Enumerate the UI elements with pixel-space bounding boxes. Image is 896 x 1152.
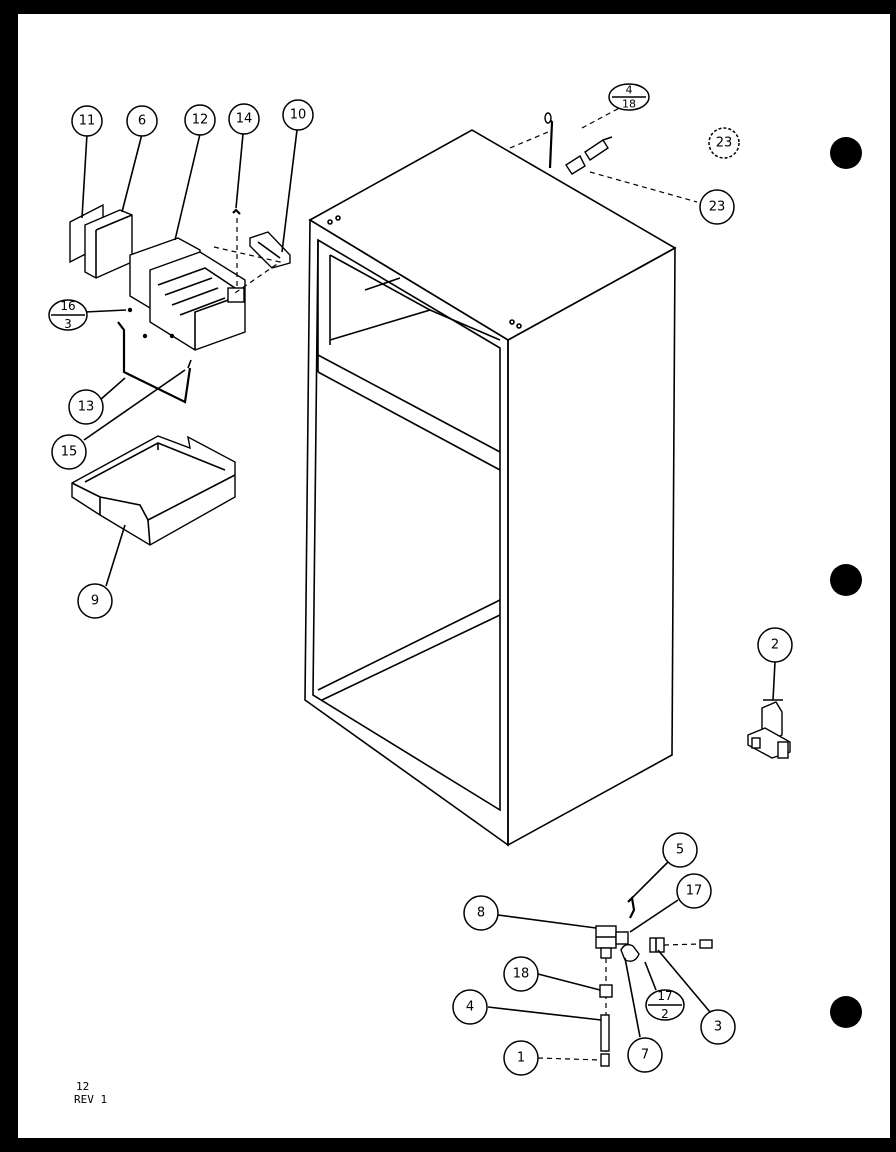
part-sensor-wire [544, 112, 554, 169]
part-5-clip [627, 895, 636, 919]
part-15-tip [187, 359, 192, 369]
screws-16 [127, 307, 175, 339]
part-10-bracket [249, 231, 291, 269]
part-3-fitting [649, 937, 665, 953]
leader-lines [81, 129, 776, 1061]
dash-to-23 [589, 171, 698, 203]
svg-text:11: 11 [79, 114, 96, 129]
part-7-elbow [620, 943, 640, 962]
binder-hole-top [830, 137, 862, 169]
svg-text:15: 15 [61, 445, 78, 460]
callout-1: 1 [503, 1040, 539, 1076]
binder-hole-bottom [830, 996, 862, 1028]
svg-text:16: 16 [60, 299, 75, 313]
part-12-icemaker [129, 237, 246, 351]
svg-text:10: 10 [290, 108, 307, 123]
callout-14: 14 [228, 103, 260, 135]
callout-11: 11 [71, 105, 103, 137]
revision-label: REV 1 [74, 1093, 107, 1106]
callout-18: 18 [503, 956, 539, 992]
part-6-housing [84, 209, 133, 279]
callout-fraction-4-18: 4 18 [608, 83, 650, 111]
callout-8: 8 [463, 895, 499, 931]
callout-fraction-16-3: 16 3 [48, 299, 88, 331]
svg-text:4: 4 [626, 84, 633, 97]
svg-text:5: 5 [676, 843, 684, 858]
part-2-valve [747, 699, 791, 759]
part-18-nut [599, 984, 613, 998]
svg-text:14: 14 [236, 112, 253, 127]
svg-text:12: 12 [192, 113, 209, 128]
svg-text:17: 17 [657, 989, 672, 1003]
part-23-switch [565, 136, 613, 175]
callout-6: 6 [126, 105, 158, 137]
binder-hole-middle [830, 564, 862, 596]
callout-3: 3 [700, 1009, 736, 1045]
part-13-shutoff-arm [117, 321, 192, 404]
page-number: 12 [76, 1080, 89, 1093]
dash-cabinet-to-sensor [509, 131, 549, 149]
svg-text:2: 2 [661, 1007, 669, 1021]
part-9-ice-bin [71, 435, 236, 546]
svg-text:18: 18 [513, 967, 530, 982]
svg-text:1: 1 [517, 1051, 525, 1066]
callout-10: 10 [282, 99, 314, 131]
callout-12: 12 [184, 104, 216, 136]
callout-2: 2 [757, 627, 793, 663]
callout-23-upper: 23 [708, 127, 740, 159]
svg-text:9: 9 [91, 594, 99, 609]
tube-end [699, 939, 713, 949]
svg-text:18: 18 [622, 98, 636, 111]
svg-text:3: 3 [64, 317, 72, 331]
svg-text:2: 2 [771, 638, 779, 653]
dash-to-4-18 [581, 104, 626, 129]
callout-23: 23 [699, 189, 735, 225]
dash-fitting-line [663, 943, 701, 946]
part-14-clip [232, 208, 241, 290]
cabinet [304, 129, 677, 847]
dash-icemaker-bracket [213, 246, 282, 296]
svg-text:3: 3 [714, 1020, 722, 1035]
svg-text:17: 17 [686, 884, 703, 899]
svg-text:23: 23 [709, 200, 726, 215]
drawing-sheet [18, 14, 890, 1138]
part-1-ferrule [600, 1053, 610, 1067]
callout-fraction-17-2: 17 2 [645, 989, 685, 1021]
callout-7: 7 [627, 1037, 663, 1073]
svg-text:13: 13 [78, 400, 95, 415]
callout-17: 17 [676, 873, 712, 909]
svg-text:4: 4 [466, 1000, 474, 1015]
callout-5: 5 [662, 832, 698, 868]
part-4-tube [600, 1014, 610, 1052]
callout-4: 4 [452, 989, 488, 1025]
svg-text:8: 8 [477, 906, 485, 921]
svg-text:23: 23 [716, 136, 733, 151]
svg-text:7: 7 [641, 1048, 649, 1063]
svg-text:6: 6 [138, 114, 146, 129]
callout-9: 9 [77, 583, 113, 619]
callout-15: 15 [51, 434, 87, 470]
callout-13: 13 [68, 389, 104, 425]
